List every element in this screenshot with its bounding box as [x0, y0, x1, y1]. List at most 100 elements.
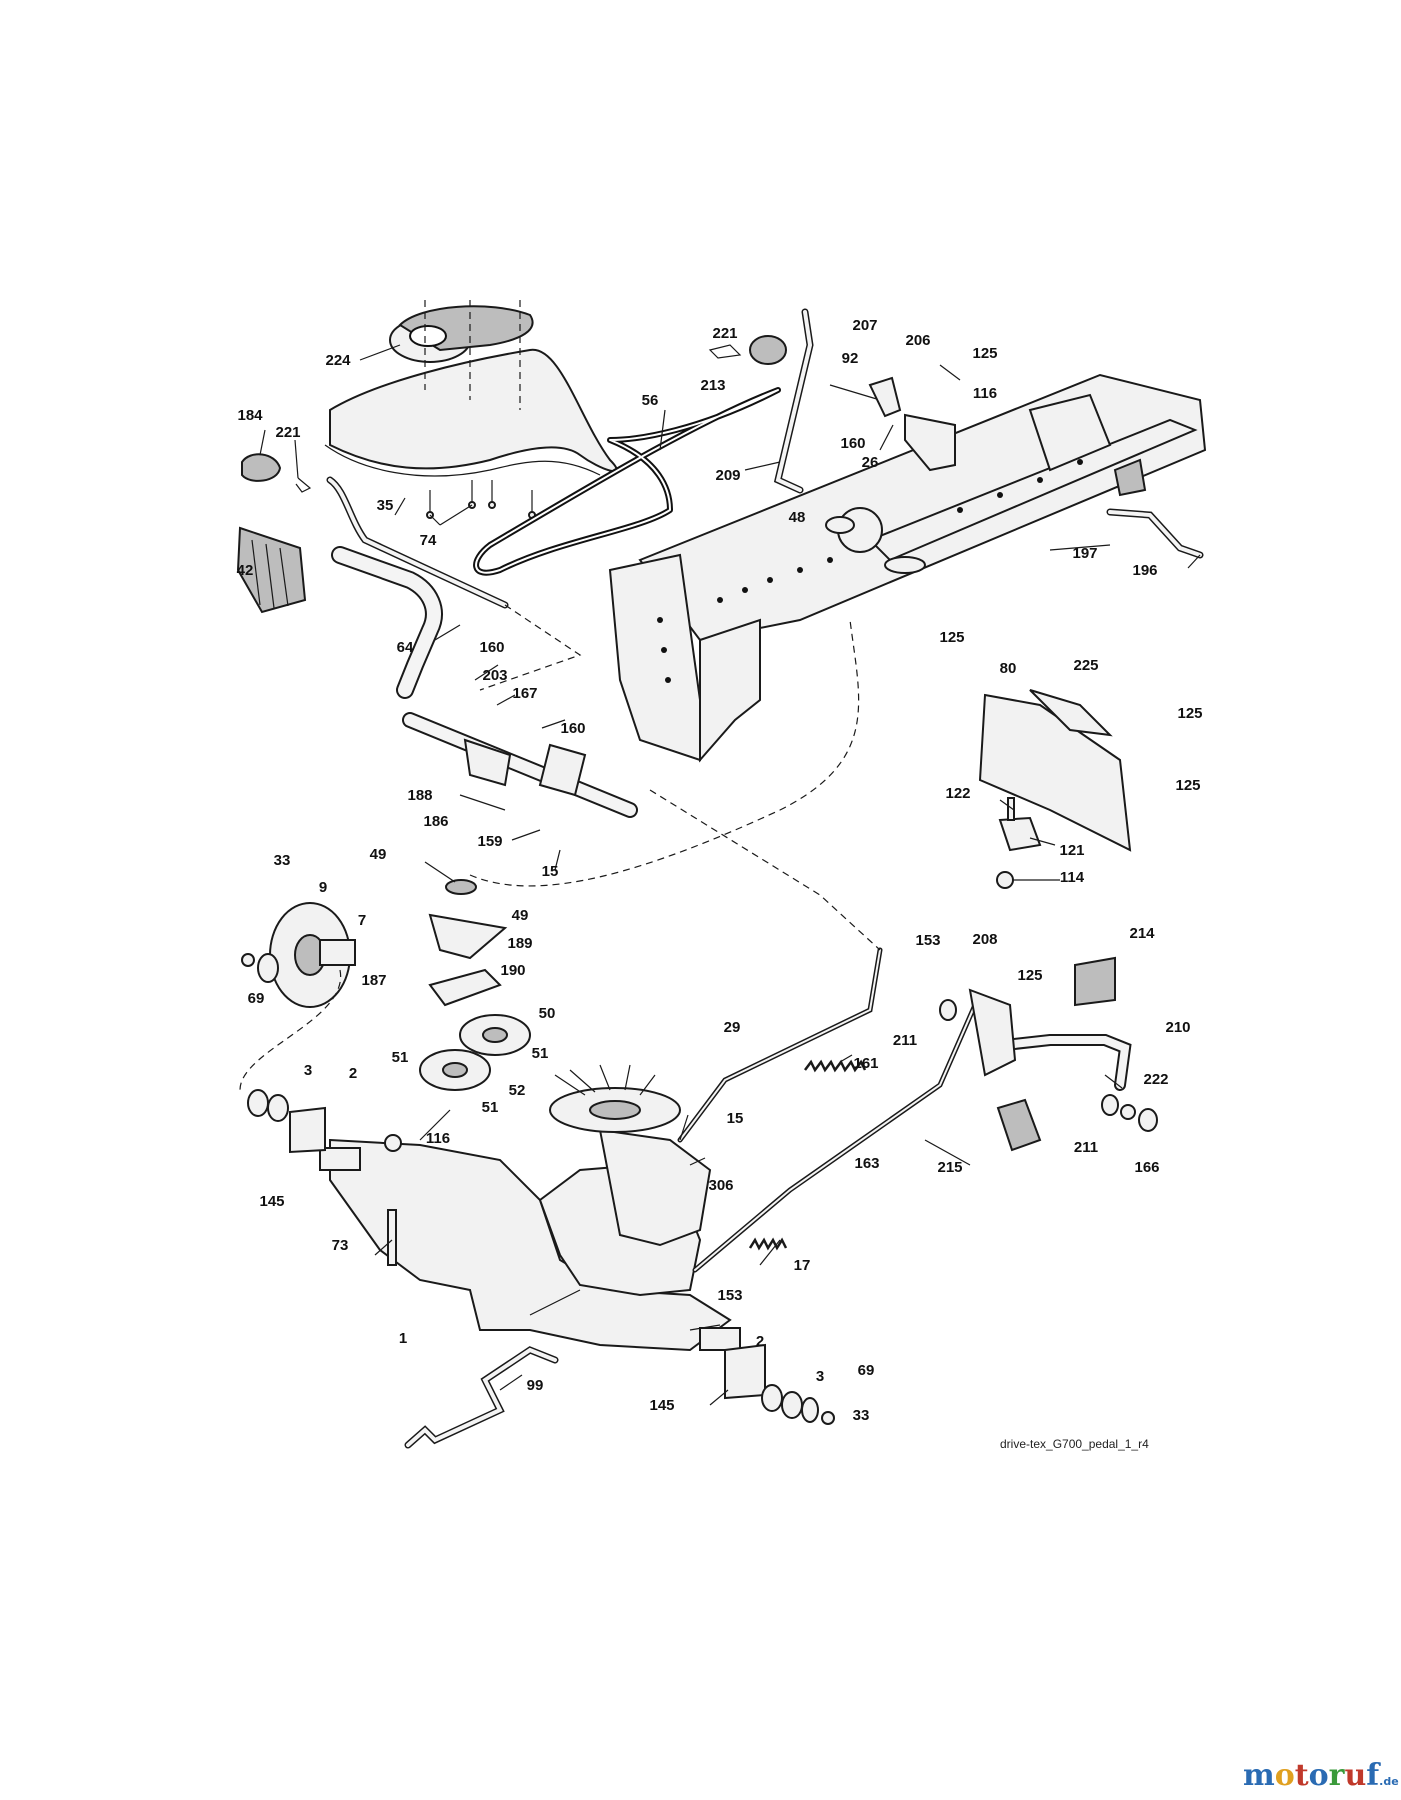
bolt-122	[1007, 797, 1015, 821]
part-number-label: 211	[1074, 1139, 1098, 1156]
part-number-label: 210	[1165, 1019, 1190, 1036]
part-number-label: 208	[972, 931, 997, 948]
axle-bushing-145-left	[289, 1106, 326, 1154]
part-number-label: 153	[915, 932, 940, 949]
diagram-caption: drive-tex_G700_pedal_1_r4	[1000, 1437, 1149, 1451]
chassis-frame	[608, 373, 1207, 763]
part-number-label: 221	[275, 424, 300, 441]
part-number-label: 207	[852, 317, 877, 334]
part-number-label: 49	[512, 907, 529, 924]
part-number-label: 160	[560, 720, 585, 737]
spring-161	[804, 1059, 867, 1073]
part-number-label: 92	[842, 350, 859, 367]
part-number-label: 17	[794, 1257, 811, 1274]
bolt-73	[387, 1209, 397, 1266]
part-number-label: 306	[708, 1177, 733, 1194]
part-number-label: 215	[937, 1159, 962, 1176]
leader-lines	[259, 344, 1201, 1406]
part-number-label: 196	[1132, 562, 1157, 579]
part-number-label: 69	[858, 1362, 875, 1379]
washer-3-left-a	[247, 1089, 269, 1117]
part-number-label: 33	[853, 1407, 870, 1424]
part-number-label: 159	[477, 833, 502, 850]
part-number-label: 51	[482, 1099, 499, 1116]
part-number-label: 116	[973, 385, 997, 402]
part-number-label: 153	[717, 1287, 742, 1304]
part-number-label: 26	[862, 454, 879, 471]
part-number-label: 80	[1000, 660, 1017, 677]
frame-holes	[657, 459, 1083, 683]
part-number-label: 49	[370, 846, 387, 863]
part-number-label: 50	[539, 1005, 556, 1022]
washer-3-right-b	[781, 1391, 803, 1419]
bracket-206	[904, 413, 956, 472]
pedal-bracket-208	[968, 988, 1017, 1077]
nut-33-right	[821, 1411, 835, 1425]
idler-arm-190	[428, 968, 502, 1007]
watermark-logo: motoruf.de	[1243, 1758, 1399, 1793]
part-number-label: 69	[248, 990, 265, 1007]
transaxle-1	[319, 1064, 741, 1352]
part-number-label: 203	[482, 667, 507, 684]
part-number-label: 3	[816, 1368, 824, 1385]
nut-116-lower	[384, 1134, 402, 1152]
bushing-211-lower	[1101, 1094, 1119, 1116]
part-number-label: 197	[1072, 545, 1097, 562]
part-number-label: 122	[945, 785, 970, 802]
part-number-label: 2	[349, 1065, 357, 1082]
part-number-label: 160	[479, 639, 504, 656]
part-number-label: 9	[319, 879, 327, 896]
part-number-label: 145	[259, 1193, 284, 1210]
part-number-label: 33	[274, 852, 291, 869]
part-number-label: 163	[854, 1155, 879, 1172]
knob-shape	[241, 453, 282, 482]
part-number-label: 188	[407, 787, 432, 804]
pedal-arm-188	[463, 738, 512, 787]
part-number-label: 125	[972, 345, 997, 362]
washer-222	[1120, 1104, 1136, 1120]
pin-92	[829, 384, 881, 401]
nut-33-left	[241, 953, 255, 967]
part-number-label: 1	[399, 1330, 407, 1347]
callout-labels: 2241842214235745622121320720612592116160…	[237, 317, 1203, 1424]
part-number-label: 121	[1059, 842, 1084, 859]
part-number-label: 221	[712, 325, 737, 342]
part-number-label: 225	[1073, 657, 1098, 674]
part-number-label: 116	[426, 1130, 450, 1147]
washer-3-right-a	[761, 1384, 783, 1412]
rod-163	[692, 1002, 978, 1273]
pedal-pad-214	[1074, 956, 1116, 1007]
part-number-label: 189	[507, 935, 532, 952]
part-number-label: 114	[1060, 869, 1085, 886]
rod-29	[677, 947, 883, 1143]
axle-bushing-145-right	[724, 1343, 766, 1400]
part-number-label: 167	[512, 685, 537, 702]
bracket-121	[998, 816, 1042, 852]
part-number-label: 125	[1177, 705, 1202, 722]
part-number-label: 3	[304, 1062, 312, 1079]
washer-69-left	[257, 953, 279, 983]
part-number-label: 35	[377, 497, 394, 514]
part-number-label: 166	[1134, 1159, 1159, 1176]
pedal-pad-188	[538, 743, 587, 797]
washer-69-right	[801, 1397, 819, 1423]
part-number-label: 29	[724, 1019, 741, 1036]
fender-shape	[329, 348, 618, 473]
washer-3-left-b	[267, 1094, 289, 1122]
part-number-label: 15	[542, 863, 559, 880]
nut-114	[996, 871, 1014, 889]
part-number-label: 214	[1129, 925, 1155, 942]
dashed-relations	[239, 300, 881, 1091]
part-number-label: 206	[905, 332, 930, 349]
part-number-label: 51	[392, 1049, 409, 1066]
clip-shape	[295, 477, 312, 493]
part-number-label: 7	[358, 912, 366, 929]
part-number-label: 2	[756, 1333, 764, 1350]
part-number-label: 15	[727, 1110, 744, 1127]
part-number-label: 190	[500, 962, 525, 979]
bushing-211-upper	[939, 999, 957, 1021]
idler-pulley-186	[445, 879, 477, 895]
rod-99	[404, 1346, 559, 1449]
